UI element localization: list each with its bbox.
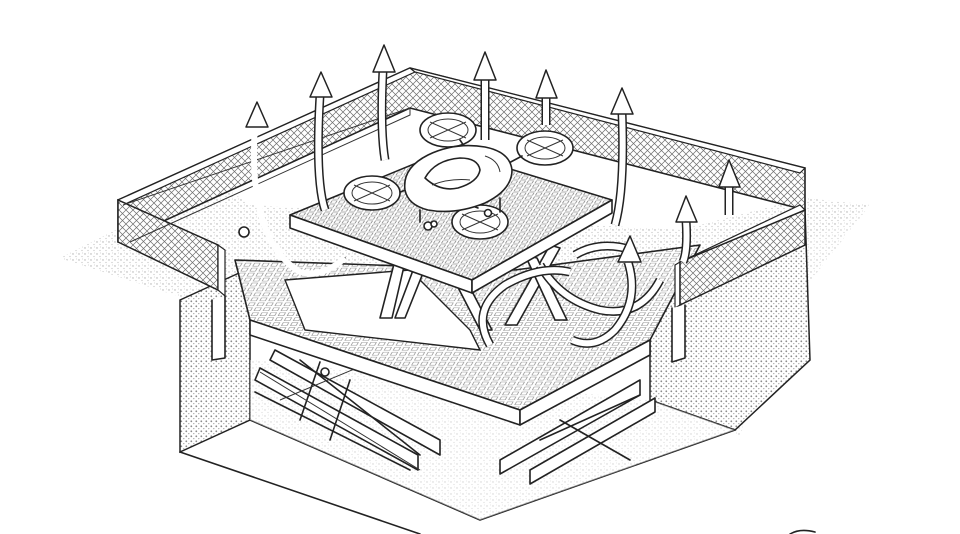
upward-arrow-icon bbox=[309, 71, 333, 98]
upward-arrow-icon bbox=[617, 235, 642, 263]
upward-arrow-icon bbox=[245, 101, 269, 128]
upward-arrow-icon bbox=[718, 159, 741, 188]
edge-mark bbox=[789, 529, 816, 534]
perimeter-wall bbox=[116, 67, 807, 363]
upward-arrow-icon bbox=[675, 195, 698, 223]
upward-arrow-icon bbox=[372, 44, 396, 73]
lower-platform bbox=[234, 244, 701, 426]
airflow-arrows bbox=[245, 44, 741, 348]
lower-scissor-lift bbox=[254, 349, 656, 485]
upward-arrow-icon bbox=[535, 69, 558, 99]
upward-arrow-icon bbox=[610, 87, 634, 115]
evtol-aircraft-icon bbox=[343, 112, 574, 240]
upward-arrow-icon bbox=[473, 51, 497, 81]
